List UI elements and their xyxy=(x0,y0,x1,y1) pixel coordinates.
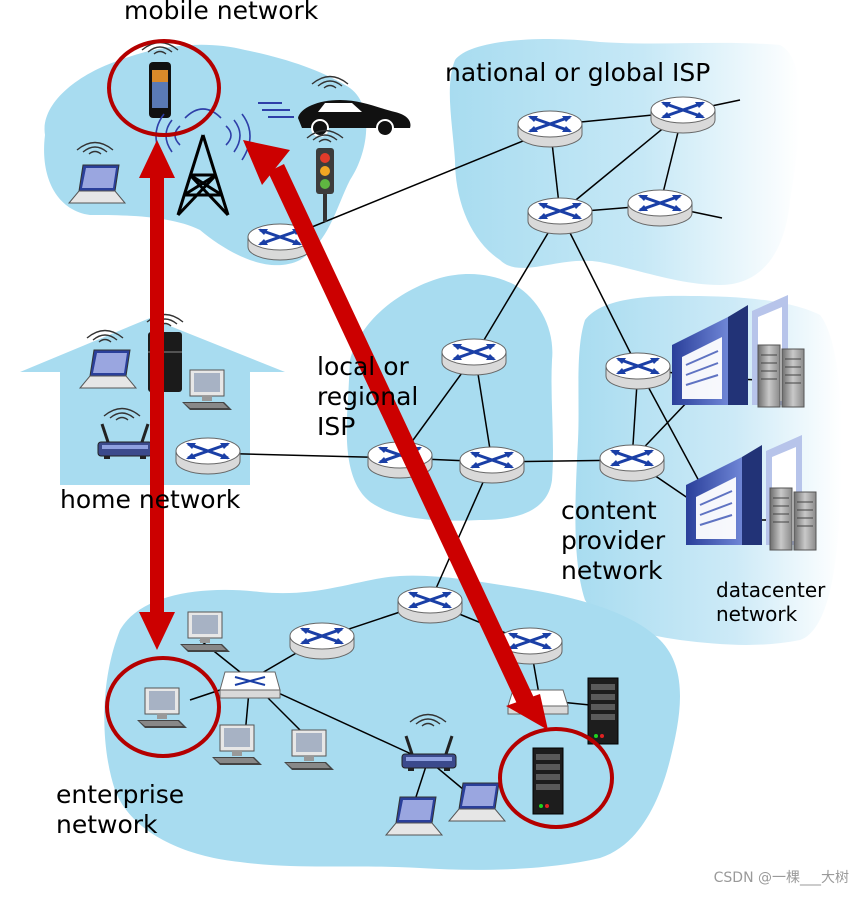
router-local-3 xyxy=(458,445,526,485)
router-national-2 xyxy=(649,95,717,135)
end-to-end-arrow-vertical xyxy=(139,140,175,650)
enterprise-desktop-3 xyxy=(283,729,335,771)
home-network-label: home network xyxy=(60,485,241,514)
car-icon xyxy=(258,100,411,137)
mobile-device-highlight-circle xyxy=(107,39,221,137)
traffic-light-icon xyxy=(316,148,334,222)
router-local-1 xyxy=(440,337,508,377)
datacenter-network-label: datacenter network xyxy=(716,578,826,626)
content-provider-label: content provider network xyxy=(561,496,666,585)
router-content-2 xyxy=(598,443,666,483)
ethernet-switch-icon xyxy=(219,671,281,699)
enterprise-network-label: enterprise network xyxy=(56,780,185,839)
router-home xyxy=(174,436,242,476)
end-to-end-arrow-diagonal xyxy=(243,140,548,730)
local-isp-label: local or regional ISP xyxy=(317,352,419,441)
router-national-1 xyxy=(516,109,584,149)
enterprise-server-icon xyxy=(587,677,619,745)
enterprise-host-highlight-circle xyxy=(105,656,221,758)
router-national-4 xyxy=(626,188,694,228)
router-content-1 xyxy=(604,351,672,391)
enterprise-desktop-2 xyxy=(211,724,263,766)
smartphone-icon xyxy=(149,62,171,118)
home-desktop-icon xyxy=(181,369,233,411)
cell-tower-icon xyxy=(176,134,230,217)
router-national-3 xyxy=(526,196,594,236)
enterprise-desktop-highlighted xyxy=(136,687,188,729)
mobile-network-region xyxy=(44,44,367,266)
router-enterprise-1 xyxy=(396,585,464,625)
router-enterprise-2 xyxy=(288,621,356,661)
enterprise-desktop-1 xyxy=(179,611,231,653)
mobile-network-label: mobile network xyxy=(124,0,319,25)
server-highlight-circle xyxy=(498,727,614,829)
enterprise-server-highlighted-icon xyxy=(532,747,564,815)
watermark-text: CSDN @一棵___大树 xyxy=(713,870,849,887)
national-isp-label: national or global ISP xyxy=(445,58,711,87)
